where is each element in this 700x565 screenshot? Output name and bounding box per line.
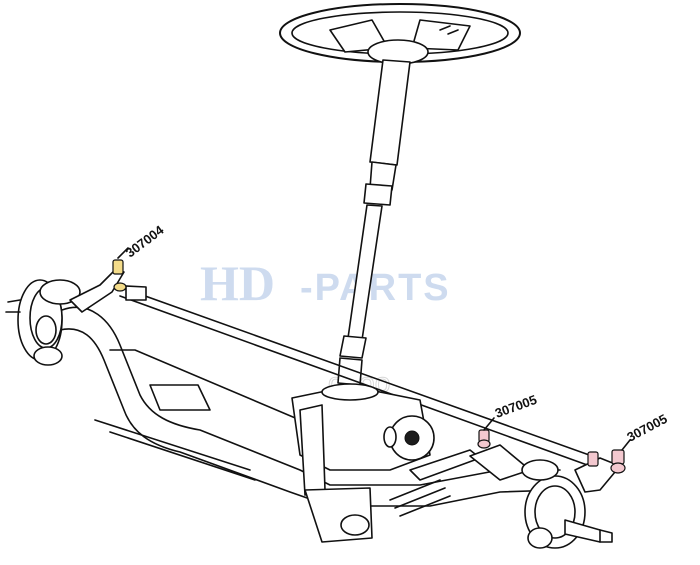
tie-rod [119,285,593,467]
steering-column [337,59,411,386]
left-wheel-hub [5,279,81,366]
steering-gearbox [291,383,451,543]
right-steering-arm [574,449,626,493]
leader-307005-inner [483,417,495,431]
label-307005-outer: 307005 [624,411,669,445]
watermark-brand-main: HD [200,255,275,311]
watermark: HD -PARTS ороо [200,255,451,399]
leader-307004 [117,247,129,259]
label-307004: 307004 [123,222,167,261]
joint-307004 [112,259,124,275]
watermark-brand-sub: -PARTS [300,267,451,309]
joint-307005-outer [611,449,625,465]
right-wheel-hub [521,459,613,549]
right-drag-link [409,429,531,481]
left-steering-arm [69,259,127,313]
label-307005-inner: 307005 [493,392,539,421]
axle-frame [59,306,561,507]
joint-307005-tie-rod-end [587,451,599,467]
leader-307005-outer [621,439,631,451]
steering-wheel [279,3,521,65]
